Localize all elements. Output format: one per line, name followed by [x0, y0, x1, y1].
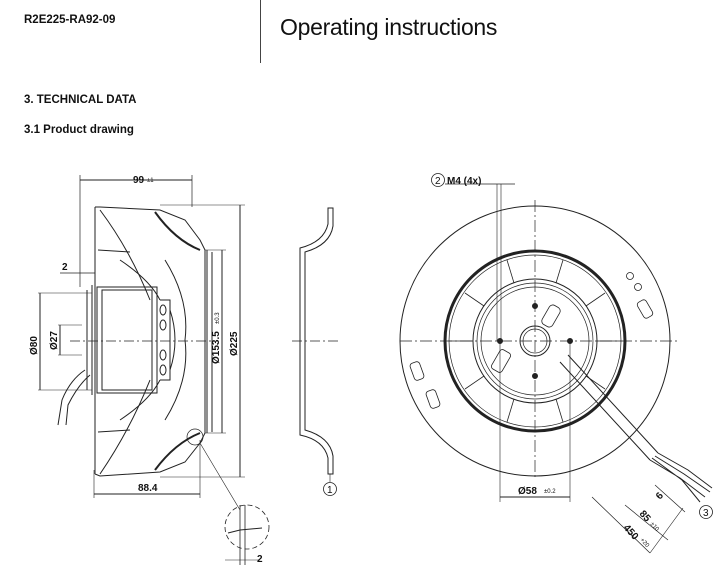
dim-shaft-diameter: Ø27 [49, 331, 60, 350]
dim-inlet-tol: ±0.3 [215, 312, 221, 324]
header-divider [260, 0, 261, 63]
section-heading: 3. TECHNICAL DATA [24, 94, 137, 106]
dim-strip-length: 85 [637, 509, 653, 525]
dim-hole-circle: Ø58 [518, 486, 537, 497]
dim-cable-length: 450 [621, 523, 641, 543]
profile-callout: 1 [327, 485, 333, 496]
dim-strip-length-tol: ±10 [649, 521, 661, 533]
page-title: Operating instructions [280, 14, 498, 40]
dim-gap: 2 [62, 262, 68, 273]
dim-length: 99 [133, 175, 145, 186]
dim-detail-gap: 2 [257, 554, 263, 565]
screw-label: M4 (4x) [447, 176, 481, 187]
dim-inlet-diameter: Ø153.5 [211, 331, 222, 364]
dim-hole-circle-tol: ±0.2 [544, 489, 556, 495]
cable-callout: 3 [703, 508, 709, 519]
dim-depth: 88.4 [138, 483, 158, 494]
screw-callout: 2 [435, 176, 441, 187]
front-view: 2 M4 (4x) Ø58 ±0.2 450 +20 85 ±10 6 3 [399, 173, 713, 554]
subsection-heading: 3.1 Product drawing [24, 124, 134, 136]
dim-cable-length-tol: +20 [639, 537, 651, 549]
dim-outer-diameter: Ø225 [229, 331, 240, 356]
model-number: R2E225-RA92-09 [24, 14, 116, 26]
dim-length-tol: ±1 [147, 178, 154, 184]
dim-wire-end: 6 [654, 490, 666, 502]
profile-view: 1 [292, 207, 340, 496]
dim-motor-diameter: Ø80 [29, 336, 40, 355]
side-view: 99 ±1 2 Ø225 Ø153.5 ±0.3 88.4 Ø80 Ø27 [29, 175, 270, 565]
